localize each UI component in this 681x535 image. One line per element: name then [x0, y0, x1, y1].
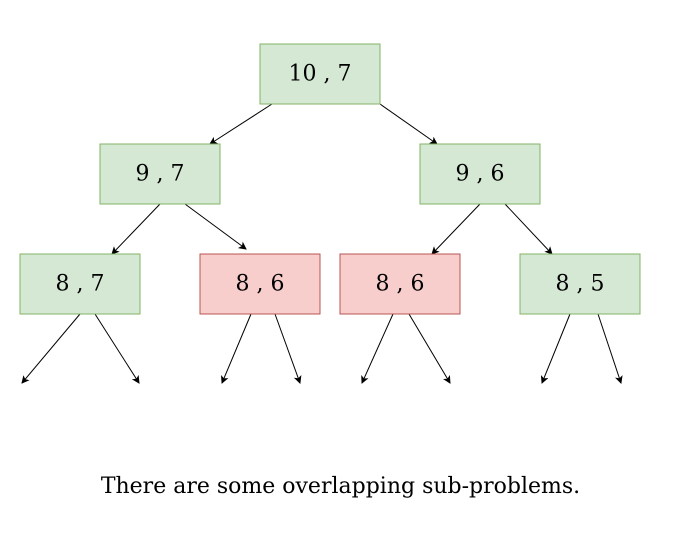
tree-node-9-7: 9 , 7 [99, 143, 221, 205]
overlapping-node-box [199, 253, 321, 315]
node-box [419, 143, 541, 205]
edges-layer [111, 103, 553, 255]
diagram-caption: There are some overlapping sub-problems. [100, 474, 581, 499]
continuation-arrows [21, 313, 623, 384]
tree-node-10-7: 10 , 7 [259, 43, 381, 105]
continuation-arrow [597, 313, 623, 384]
edge-n-9-7-to-n-8-7 [111, 203, 161, 255]
node-label: 8 , 6 [236, 272, 285, 297]
continuation-arrow [408, 313, 451, 384]
node-label: 9 , 6 [456, 162, 505, 187]
node-label: 8 , 7 [56, 272, 105, 297]
node-box [19, 253, 141, 315]
edge-n-9-6-to-n-8-6-b [431, 203, 481, 255]
edge-n-9-7-to-n-8-6-a [184, 203, 247, 250]
tree-node-8-6-b: 8 , 6 [339, 253, 461, 315]
continuation-arrow [540, 313, 571, 384]
overlapping-node-box [339, 253, 461, 315]
node-label: 8 , 5 [556, 272, 605, 297]
node-label: 9 , 7 [136, 162, 185, 187]
continuation-arrow [221, 313, 252, 384]
continuation-arrow [274, 313, 302, 384]
continuation-arrow [361, 313, 394, 384]
continuation-arrow [94, 313, 140, 384]
node-label: 8 , 6 [376, 272, 425, 297]
nodes-layer: 10 , 7 9 , 7 9 , 6 8 , 7 8 , 6 8 , 6 8 , 5 [19, 43, 641, 315]
tree-node-8-5: 8 , 5 [519, 253, 641, 315]
node-box [99, 143, 221, 205]
tree-node-9-6: 9 , 6 [419, 143, 541, 205]
edge-n-9-6-to-n-8-5 [504, 203, 553, 255]
edge-n-10-7-to-n-9-6 [379, 103, 438, 145]
node-box [519, 253, 641, 315]
tree-node-8-7: 8 , 7 [19, 253, 141, 315]
continuation-arrow [21, 313, 81, 384]
node-box [259, 43, 381, 105]
edge-n-10-7-to-n-9-7 [209, 103, 273, 145]
tree-node-8-6-a: 8 , 6 [199, 253, 321, 315]
node-label: 10 , 7 [289, 62, 352, 87]
